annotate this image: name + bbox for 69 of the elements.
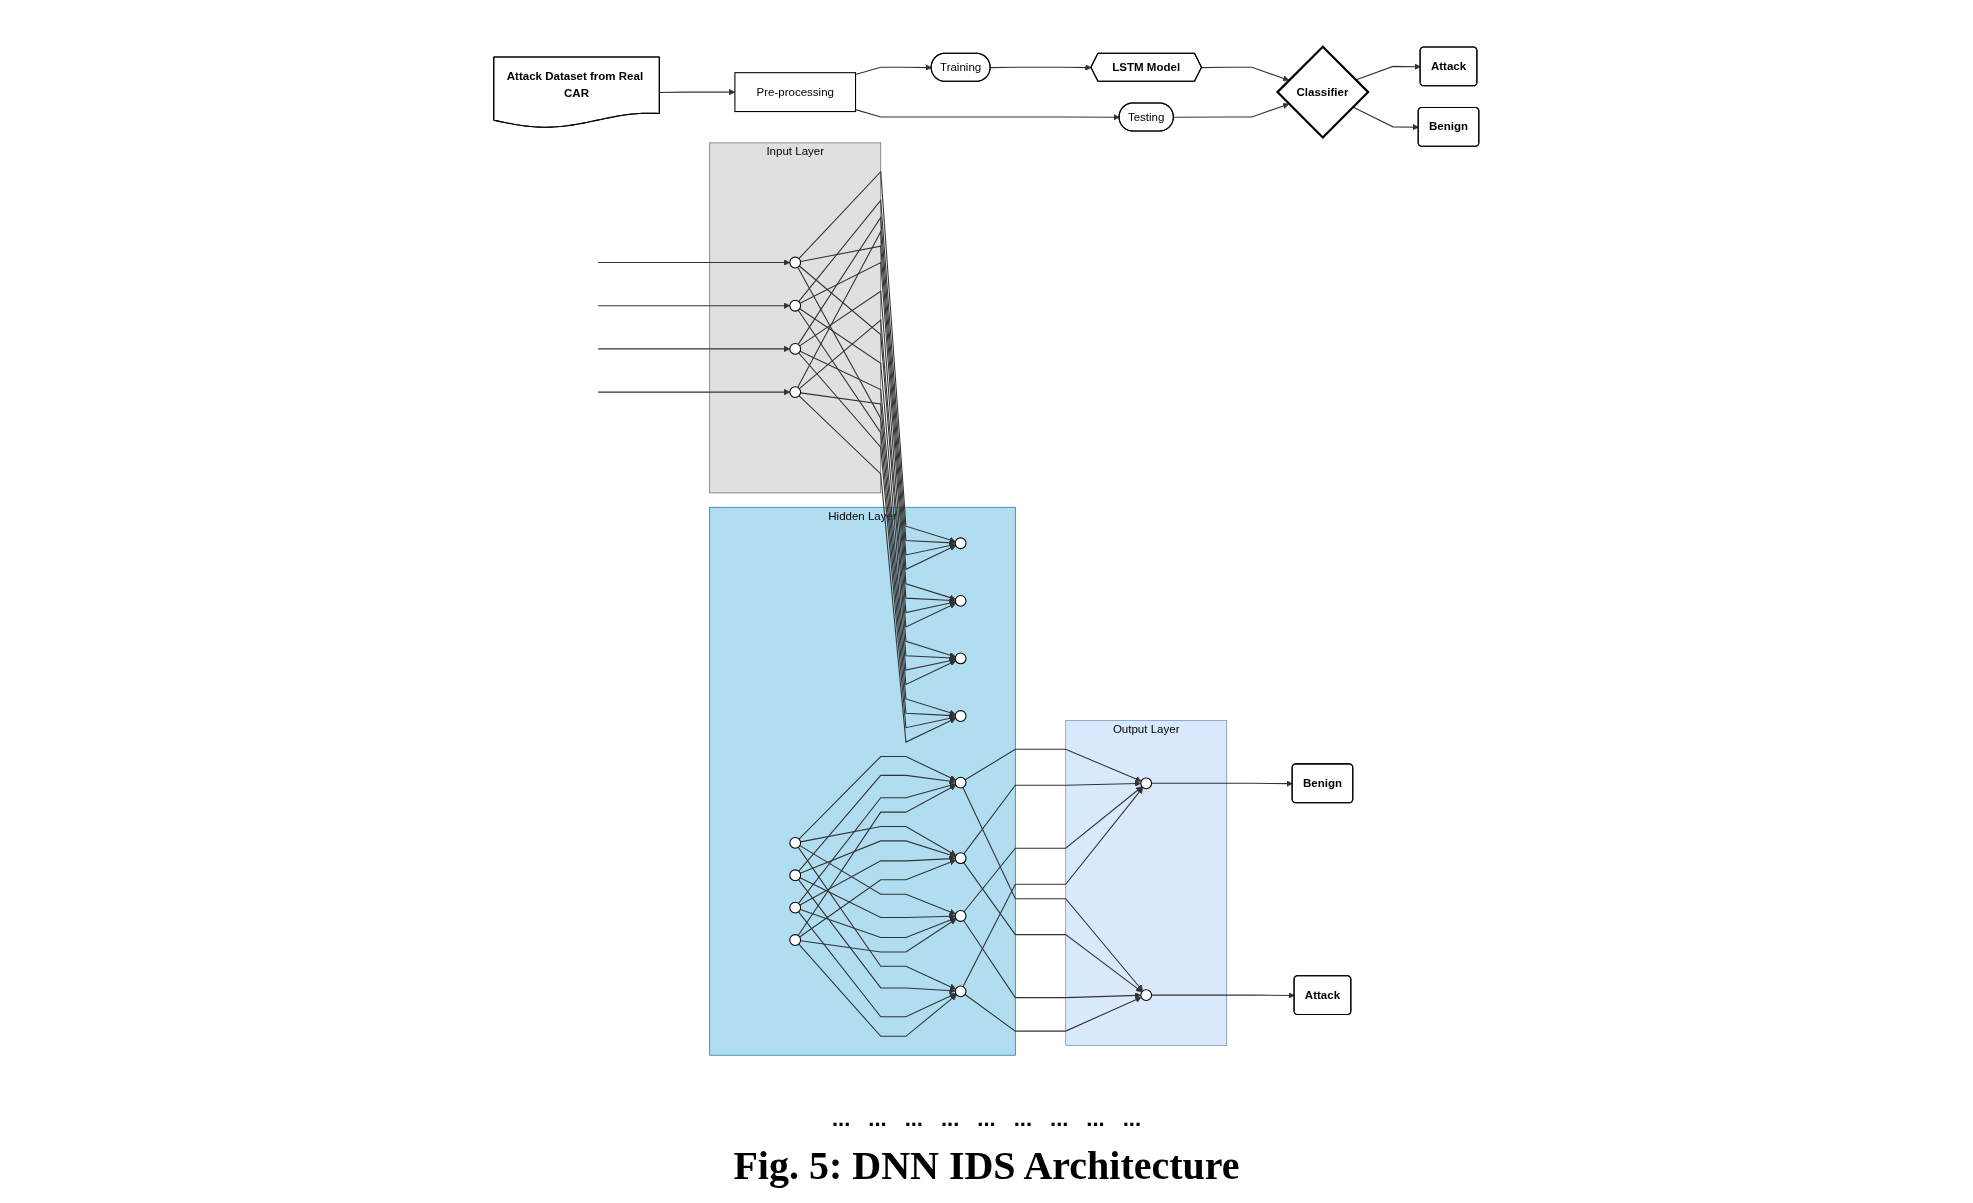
node-circle bbox=[789, 342, 802, 355]
arrow bbox=[798, 395, 957, 743]
arrow bbox=[798, 879, 956, 994]
node-circle bbox=[789, 934, 802, 946]
arrow bbox=[1201, 66, 1290, 82]
cluster: Input Layer bbox=[709, 142, 882, 494]
node-circle bbox=[954, 652, 967, 665]
node-circle bbox=[1140, 989, 1153, 1002]
node-circle bbox=[954, 537, 967, 550]
node-circle bbox=[954, 710, 967, 722]
cluster: Output Layer bbox=[1065, 720, 1228, 1046]
arrow bbox=[1151, 780, 1293, 787]
arrow bbox=[855, 109, 1120, 121]
node-circle bbox=[954, 985, 967, 998]
arrow bbox=[855, 64, 932, 76]
arrow bbox=[659, 88, 736, 96]
arrow bbox=[597, 345, 791, 353]
ellipsis-label: ... bbox=[977, 1106, 996, 1132]
node-circle bbox=[954, 852, 967, 865]
node-circle bbox=[954, 910, 967, 922]
ellipsis-label: ... bbox=[1122, 1106, 1142, 1132]
node-circle bbox=[789, 386, 802, 399]
arrow bbox=[964, 994, 1142, 1032]
arrow bbox=[597, 302, 791, 309]
arrow bbox=[1355, 63, 1421, 81]
ellipsis-label: ... bbox=[1013, 1106, 1032, 1132]
arrow bbox=[1173, 102, 1290, 118]
ellipsis-label: ... bbox=[1086, 1106, 1105, 1132]
arrow bbox=[799, 845, 957, 915]
arrow bbox=[963, 786, 1143, 913]
ellipsis-label: ... bbox=[1050, 1106, 1069, 1132]
node-circle bbox=[789, 901, 802, 914]
arrow bbox=[990, 64, 1092, 71]
node-circle bbox=[789, 256, 802, 269]
arrow bbox=[964, 748, 1142, 782]
arrow bbox=[597, 259, 791, 266]
arrow bbox=[798, 943, 957, 1037]
arrow bbox=[597, 388, 791, 396]
node-circle bbox=[789, 836, 802, 849]
node-circle bbox=[954, 594, 967, 607]
node-circle bbox=[789, 299, 802, 312]
ellipsis-label: ... bbox=[831, 1106, 851, 1132]
ellipsis-label: ... bbox=[941, 1106, 960, 1132]
arrow bbox=[798, 755, 957, 840]
arrow bbox=[800, 918, 957, 953]
arrow bbox=[799, 859, 957, 938]
arrow bbox=[800, 825, 957, 856]
node-circle bbox=[789, 869, 802, 882]
figure-caption: Fig. 5: DNN IDS Architecture bbox=[733, 1142, 1240, 1189]
node-diamond: Classifier bbox=[1276, 45, 1370, 139]
arrow bbox=[800, 908, 957, 939]
node-circle bbox=[954, 776, 967, 789]
ellipsis-label: ... bbox=[904, 1106, 923, 1132]
arrow bbox=[800, 392, 957, 686]
arrow bbox=[797, 784, 957, 937]
arrow bbox=[963, 862, 1143, 993]
arrow bbox=[797, 846, 957, 990]
arrow bbox=[1151, 992, 1295, 999]
node-box: Pre-processing bbox=[734, 72, 857, 113]
node-circle bbox=[1140, 777, 1153, 790]
arrow bbox=[799, 877, 956, 920]
arrow bbox=[798, 774, 956, 872]
ellipsis-label: ... bbox=[868, 1106, 887, 1132]
arrow bbox=[799, 840, 956, 874]
arrow bbox=[963, 780, 1142, 855]
arrow bbox=[798, 782, 956, 904]
arrow bbox=[798, 911, 957, 1018]
arrow bbox=[963, 919, 1142, 999]
arrow bbox=[799, 855, 956, 906]
